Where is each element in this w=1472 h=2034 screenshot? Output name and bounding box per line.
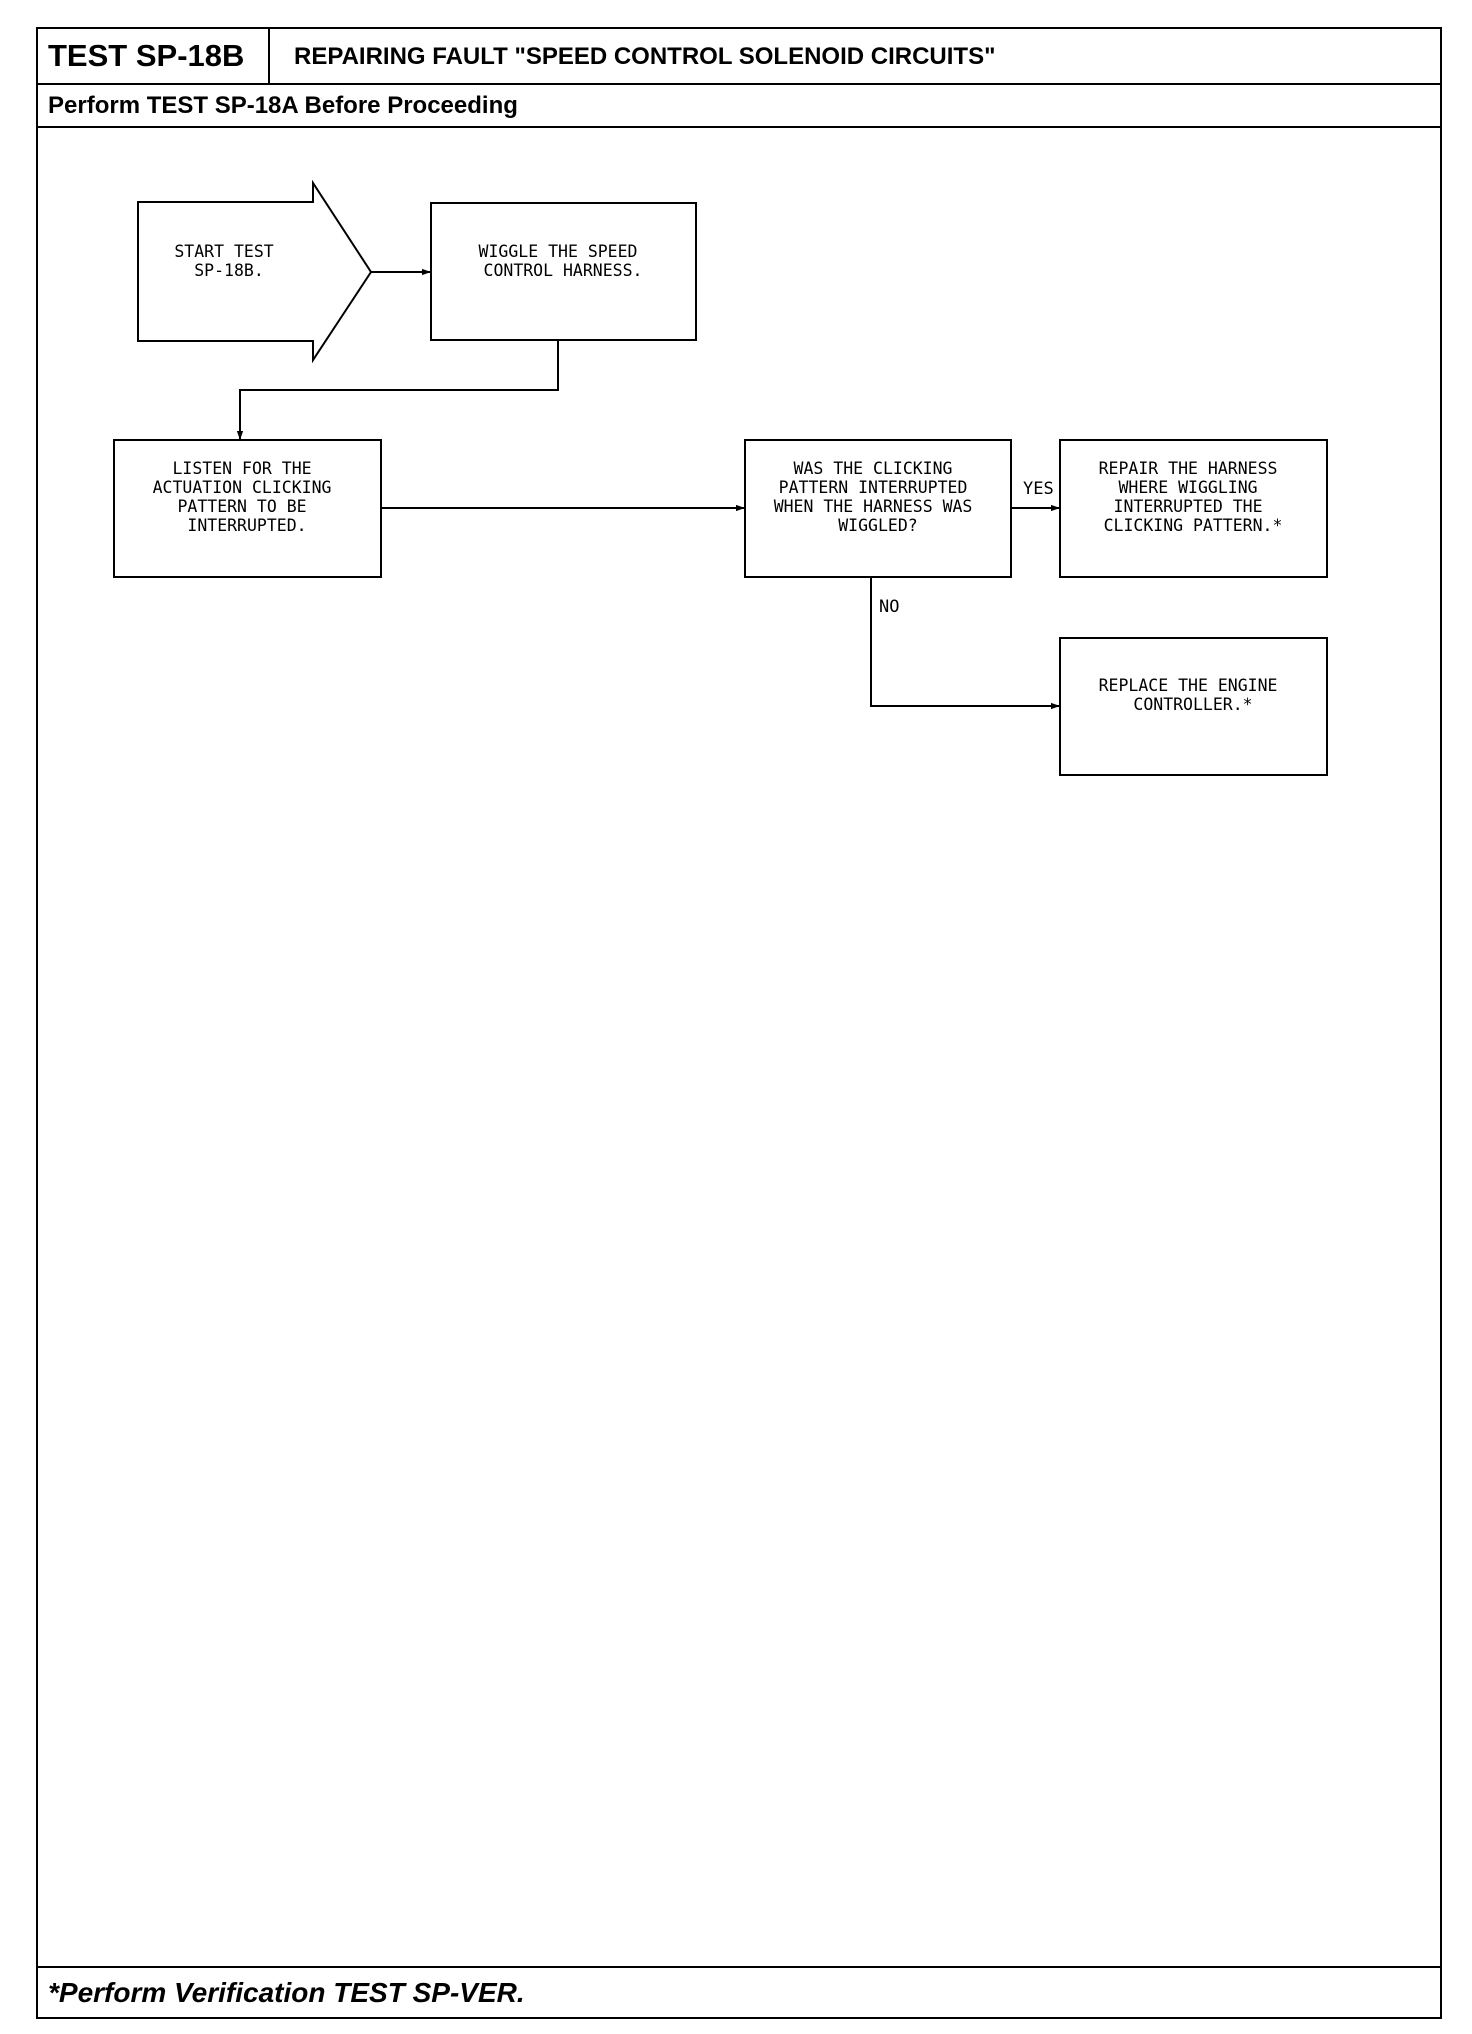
prerequisite-note: Perform TEST SP-18A Before Proceeding <box>38 85 1440 128</box>
replace-text: REPLACE THE ENGINE CONTROLLER.* <box>1099 676 1288 714</box>
header-bar: TEST SP-18B REPAIRING FAULT "SPEED CONTR… <box>38 29 1440 85</box>
test-id: TEST SP-18B <box>38 29 270 83</box>
question-text: WAS THE CLICKING PATTERN INTERRUPTED WHE… <box>774 459 983 535</box>
repair-text: REPAIR THE HARNESS WHERE WIGGLING INTERR… <box>1099 459 1288 535</box>
wiggle-to-listen-arrow <box>236 340 559 440</box>
wiggle-text: WIGGLE THE SPEED CONTROL HARNESS. <box>479 242 648 280</box>
no-label: NO <box>879 597 899 617</box>
no-arrow <box>870 577 1060 710</box>
yes-label: YES <box>1023 479 1054 499</box>
listen-text: LISTEN FOR THE ACTUATION CLICKING PATTER… <box>153 459 342 535</box>
start-text: START TEST SP-18B. <box>174 242 283 280</box>
page-frame: TEST SP-18B REPAIRING FAULT "SPEED CONTR… <box>36 27 1442 2019</box>
footer-note: *Perform Verification TEST SP-VER. <box>38 1966 1440 2017</box>
page-title: REPAIRING FAULT "SPEED CONTROL SOLENOID … <box>294 43 996 70</box>
start-shape <box>137 179 373 364</box>
